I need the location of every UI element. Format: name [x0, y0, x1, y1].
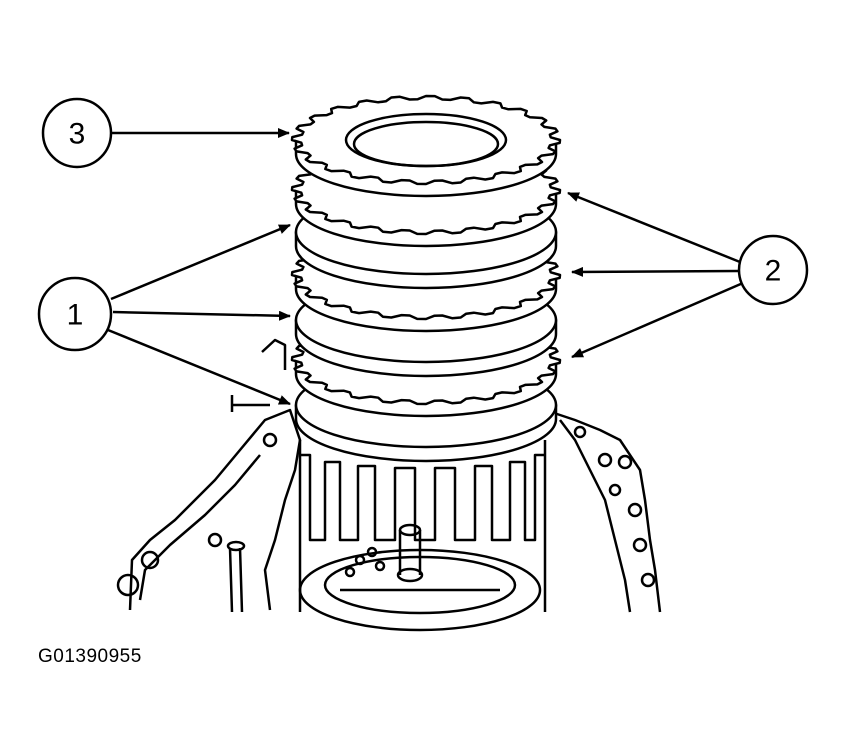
callout-1: 1 — [37, 276, 113, 352]
callout-1-label: 1 — [67, 299, 84, 332]
callout-3-label: 3 — [69, 118, 86, 151]
plate-inner-spline — [352, 120, 500, 168]
figure-id: G01390955 — [38, 646, 142, 667]
callout-3: 3 — [41, 97, 113, 169]
callout-lines — [107, 128, 744, 406]
transmission-case — [116, 338, 662, 632]
callout-2-label: 2 — [765, 255, 782, 288]
clutch-plates-stack — [290, 94, 562, 463]
callout-2: 2 — [737, 234, 809, 306]
